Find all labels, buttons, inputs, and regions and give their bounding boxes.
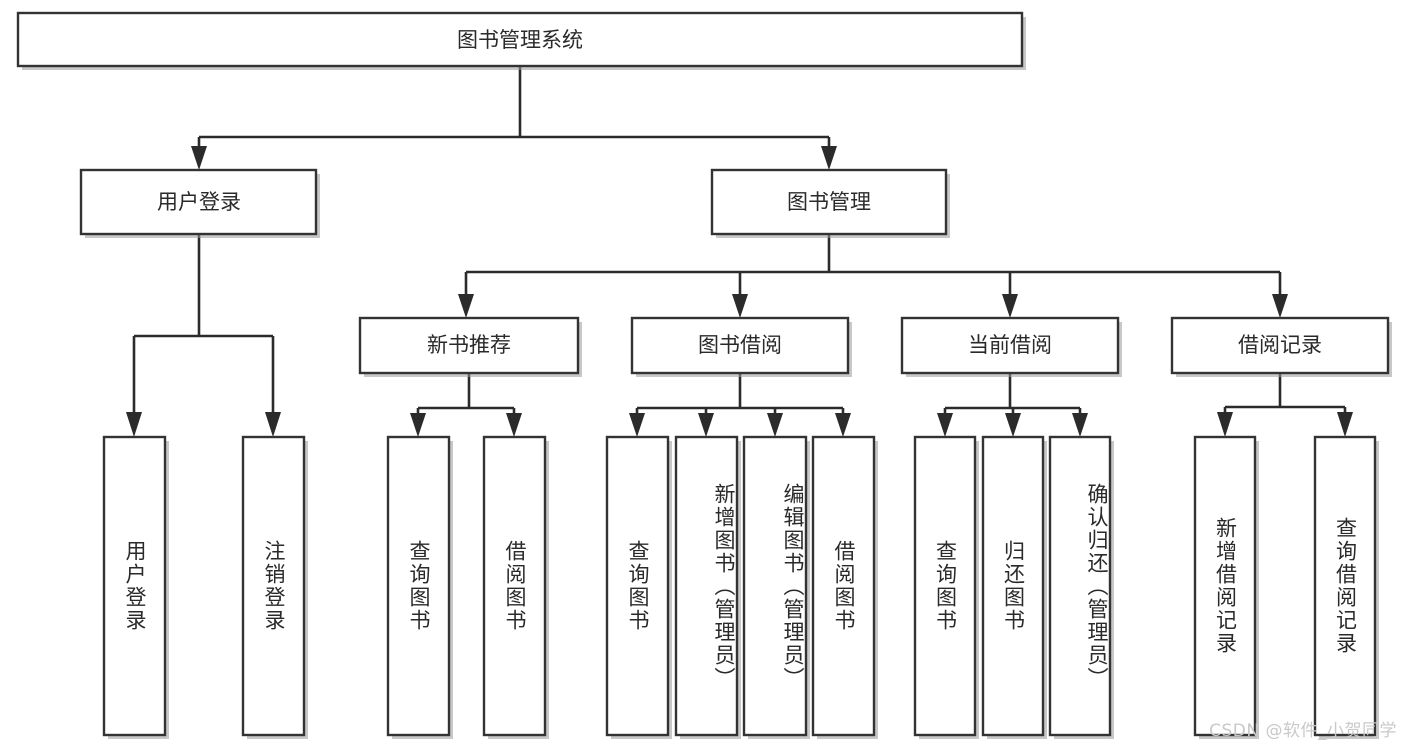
node-current-borrow[interactable]: 当前借阅: [900, 316, 1122, 377]
arrowhead-borrow-book-2: [835, 413, 851, 437]
leaf-label-user-login: 用户登录: [122, 540, 147, 632]
node-new-book-recommend-label: 新书推荐: [427, 333, 511, 357]
leaf-label-return-book: 归还图书: [1001, 540, 1026, 632]
leaf-label-query-book-1: 查询图书: [406, 540, 431, 632]
leaf-label-query-borrow-record: 查询借阅记录: [1333, 517, 1358, 655]
leaf-edit-book-box[interactable]: [742, 435, 808, 737]
node-book-management-label: 图书管理: [787, 190, 871, 214]
node-user-login-box[interactable]: [79, 168, 318, 236]
leaf-node-query-book-3[interactable]: [913, 435, 979, 739]
node-book-borrow-box[interactable]: [630, 316, 850, 375]
leaf-node-borrow-book-1[interactable]: [482, 435, 549, 739]
arrowhead-confirm-return: [1072, 413, 1088, 437]
connector-group-user-login: [126, 234, 281, 437]
node-borrow-record-label: 借阅记录: [1238, 333, 1322, 357]
leaf-add-borrow-record-box[interactable]: [1193, 435, 1257, 737]
leaf-node-return-book[interactable]: [981, 435, 1047, 739]
arrowhead-borrow-record: [1272, 294, 1288, 318]
leaf-user-logout-box[interactable]: [241, 435, 306, 737]
leaf-query-borrow-record-box[interactable]: [1313, 435, 1377, 737]
leaf-borrow-book-2-box[interactable]: [811, 435, 876, 737]
leaf-borrow-book-1-box[interactable]: [482, 435, 547, 737]
node-book-borrow-label: 图书借阅: [698, 333, 782, 357]
arrowhead-new-book-recommend: [458, 294, 474, 318]
connector-group-book-management: [458, 234, 1288, 318]
leaf-label-user-logout: 注销登录: [261, 540, 286, 632]
node-user-login[interactable]: 用户登录: [79, 168, 320, 238]
node-current-borrow-box[interactable]: [900, 316, 1120, 375]
arrowhead-book-borrow: [732, 294, 748, 318]
leaf-label-borrow-book-1: 借阅图书: [502, 540, 527, 632]
connector-group-root: [191, 66, 837, 170]
leaf-confirm-return-box[interactable]: [1048, 435, 1112, 737]
arrowhead-user-login: [191, 146, 207, 170]
arrowhead-current-borrow: [1002, 294, 1018, 318]
leaf-query-book-1-box[interactable]: [386, 435, 451, 737]
leaf-label-confirm-return: 确认归还（管理员）: [1085, 482, 1109, 690]
leaf-label-borrow-book-2: 借阅图书: [831, 540, 856, 632]
node-book-management[interactable]: 图书管理: [710, 168, 950, 238]
node-borrow-record-box[interactable]: [1170, 316, 1390, 375]
leaf-node-confirm-return[interactable]: [1048, 435, 1114, 739]
arrowhead-query-borrow-record: [1337, 412, 1353, 437]
connector-group-new-book-recommend: [410, 373, 522, 437]
arrowhead-query-book-1: [410, 413, 426, 437]
leaf-query-book-2-box[interactable]: [605, 435, 670, 737]
leaf-add-book-box[interactable]: [674, 435, 739, 737]
node-borrow-record[interactable]: 借阅记录: [1170, 316, 1392, 377]
leaf-label-query-book-3: 查询图书: [933, 540, 958, 632]
leaf-node-query-borrow-record[interactable]: [1313, 435, 1379, 739]
node-root-box[interactable]: [16, 11, 1024, 68]
node-current-borrow-label: 当前借阅: [968, 333, 1052, 357]
connector-group-borrow-record: [1217, 373, 1353, 437]
connector-group-book-borrow: [629, 373, 851, 437]
arrowhead-book-management: [821, 146, 837, 170]
arrowhead-user-logout-leaf: [265, 412, 281, 437]
arrowhead-user-login-leaf: [126, 412, 142, 437]
node-root-label: 图书管理系统: [457, 28, 583, 52]
arrowhead-query-book-3: [937, 413, 953, 437]
arrowhead-add-book: [698, 413, 714, 437]
arrowhead-query-book-2: [629, 413, 645, 437]
leaf-node-edit-book[interactable]: [742, 435, 810, 739]
leaf-node-user-logout[interactable]: [241, 435, 308, 739]
leaf-node-borrow-book-2[interactable]: [811, 435, 878, 739]
leaf-node-user-login[interactable]: [102, 435, 169, 739]
leaf-label-edit-book: 编辑图书（管理员）: [781, 482, 805, 690]
node-new-book-recommend[interactable]: 新书推荐: [358, 316, 582, 377]
node-book-borrow[interactable]: 图书借阅: [630, 316, 852, 377]
node-book-management-box[interactable]: [710, 168, 948, 236]
leaf-query-book-3-box[interactable]: [913, 435, 977, 737]
leaf-node-add-book[interactable]: [674, 435, 741, 739]
node-user-login-label: 用户登录: [157, 190, 241, 214]
arrowhead-borrow-book-1: [506, 413, 522, 437]
leaf-label-add-book: 新增图书（管理员）: [712, 482, 736, 690]
leaf-user-login-box[interactable]: [102, 435, 167, 737]
leaf-node-query-book-2[interactable]: [605, 435, 672, 739]
arrowhead-add-borrow-record: [1217, 412, 1233, 437]
csdn-watermark: CSDN @软件_小贺同学: [1209, 721, 1397, 741]
leaf-node-add-borrow-record[interactable]: [1193, 435, 1259, 739]
leaf-node-query-book-1[interactable]: [386, 435, 453, 739]
arrowhead-edit-book: [767, 413, 783, 437]
node-root[interactable]: 图书管理系统: [16, 11, 1026, 70]
leaf-label-query-book-2: 查询图书: [625, 540, 650, 632]
leaf-return-book-box[interactable]: [981, 435, 1045, 737]
arrowhead-return-book: [1005, 413, 1021, 437]
node-new-book-recommend-box[interactable]: [358, 316, 580, 375]
leaf-label-add-borrow-record: 新增借阅记录: [1213, 517, 1238, 655]
connector-group-current-borrow: [937, 373, 1088, 437]
